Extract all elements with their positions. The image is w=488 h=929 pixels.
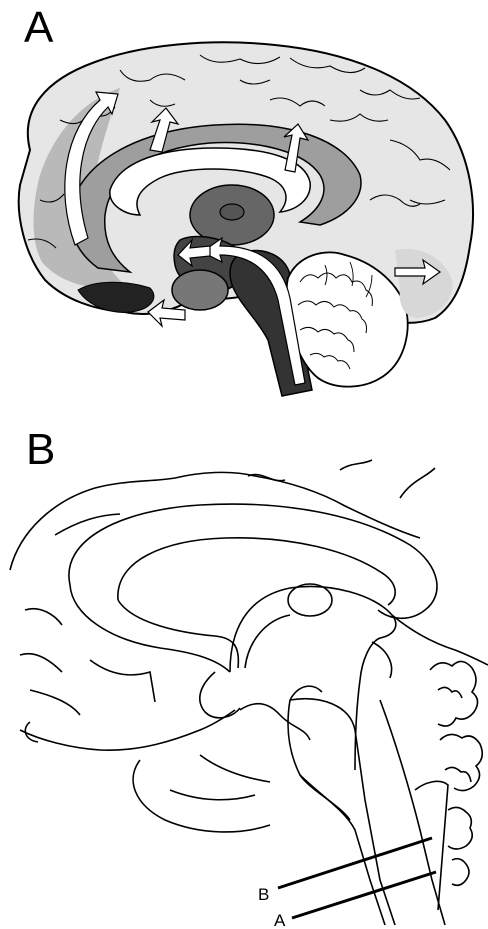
fornix [118,600,238,668]
brainstem-anterior-inner [288,700,385,925]
brain-line-drawing-b: B A [0,410,488,929]
frontal-lower [20,710,235,750]
frontal-sulcus-3 [90,660,155,702]
interthalamic-adhesion [220,204,244,220]
sulcus-2 [400,468,435,498]
cerebellum [430,661,482,885]
panel-a: A [0,0,488,410]
section-label-b: B [258,885,269,904]
thalamus-outline [230,587,396,770]
section-label-a: A [274,911,286,929]
brain-illustration-a [0,0,488,410]
frontal-sulcus-4 [30,690,80,715]
interthalamic-adhesion [288,584,332,616]
optic-chiasm [240,704,310,740]
temporal-pole [25,722,38,742]
corpus-callosum-outer [69,504,437,618]
section-line-a [292,872,436,918]
frontal-sulcus-1 [25,609,62,625]
sulcus-3 [340,460,372,470]
hippocampus [200,755,270,782]
corpus-callosum-inner [118,538,395,605]
posterior-callosum-line [392,615,488,665]
temporal-lobe-dark [78,282,154,312]
third-ventricle [245,615,392,678]
fourth-ventricle-edge [415,781,448,910]
brainstem-posterior [380,700,445,925]
panel-b: B [0,410,488,929]
cortex-upper-contour [10,472,420,570]
temporal-sulcus [170,790,255,800]
corpus-callosum-lower [70,585,230,672]
frontal-sulcus-2 [20,654,62,672]
amygdala [172,270,228,310]
